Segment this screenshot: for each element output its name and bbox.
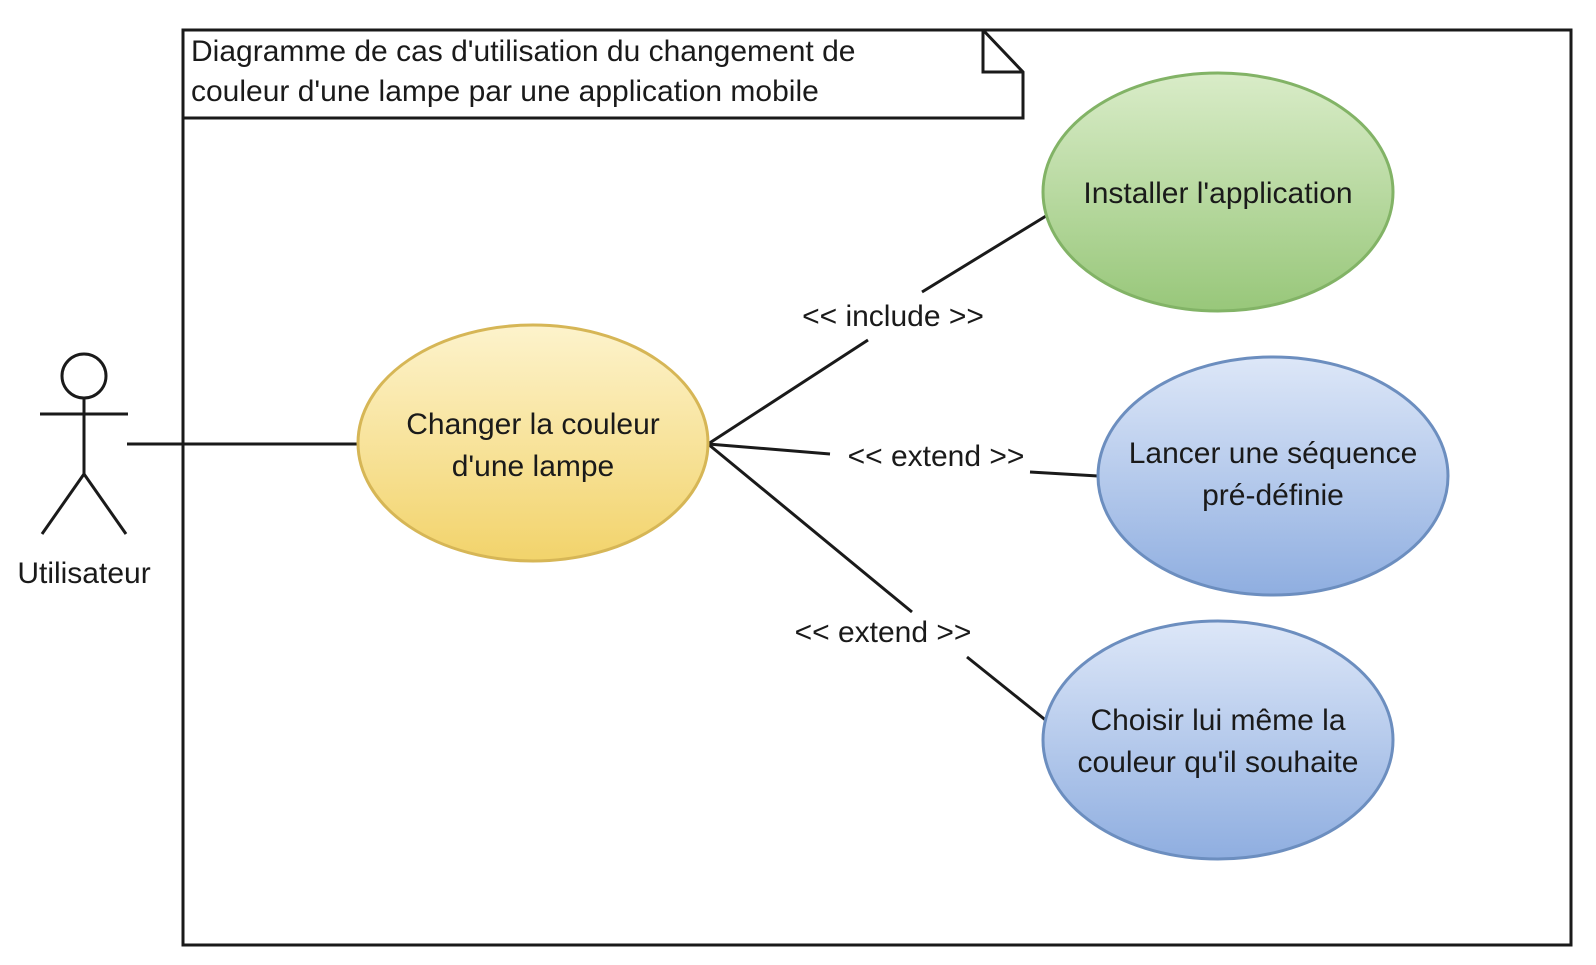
- include-line-upper: [921, 214, 1047, 294]
- use-case-lancer-sequence: Lancer une séquence pré-définie: [1096, 355, 1450, 597]
- actor-utilisateur: Utilisateur: [17, 352, 151, 590]
- extend-relation-choose: << extend >>: [707, 442, 1049, 724]
- use-case-install-ellipse: [1041, 71, 1395, 313]
- use-case-install-label: Installer l'application: [1083, 177, 1352, 210]
- include-line-lower: [707, 338, 869, 446]
- actor-leg-left: [40, 473, 86, 535]
- extend-choose-line-upper: [707, 442, 913, 614]
- title-note-line2: couleur d'une lampe par une application …: [191, 75, 819, 108]
- use-case-choisir-couleur: Choisir lui même la couleur qu'il souhai…: [1041, 619, 1395, 861]
- use-case-sequence-line2: pré-définie: [1202, 479, 1344, 512]
- extend-sequence-line-right: [1029, 470, 1099, 478]
- use-case-installer-application: Installer l'application: [1041, 71, 1395, 313]
- use-case-main-line1: Changer la couleur: [406, 408, 660, 441]
- use-case-main-line2: d'une lampe: [452, 450, 615, 483]
- use-case-choose-ellipse: [1041, 619, 1395, 861]
- extend-choose-label: << extend >>: [795, 616, 972, 649]
- extend-sequence-line-left: [707, 442, 831, 456]
- include-relation: << include >>: [707, 214, 1047, 446]
- use-case-sequence-line1: Lancer une séquence: [1129, 437, 1418, 470]
- extend-sequence-label: << extend >>: [848, 440, 1025, 473]
- extend-relation-sequence: << extend >>: [707, 440, 1099, 478]
- title-note: Diagramme de cas d'utilisation du change…: [181, 28, 1025, 120]
- use-case-choose-line2: couleur qu'il souhaite: [1078, 746, 1359, 779]
- include-label: << include >>: [802, 300, 984, 333]
- use-case-changer-couleur: Changer la couleur d'une lampe: [356, 323, 710, 563]
- actor-leg-right: [82, 473, 128, 535]
- actor-label: Utilisateur: [17, 557, 150, 590]
- use-case-sequence-ellipse: [1096, 355, 1450, 597]
- use-case-main-ellipse: [356, 323, 710, 563]
- title-note-line1: Diagramme de cas d'utilisation du change…: [191, 35, 855, 68]
- actor-head: [60, 352, 108, 400]
- use-case-choose-line1: Choisir lui même la: [1090, 704, 1345, 737]
- extend-choose-line-lower: [966, 655, 1049, 724]
